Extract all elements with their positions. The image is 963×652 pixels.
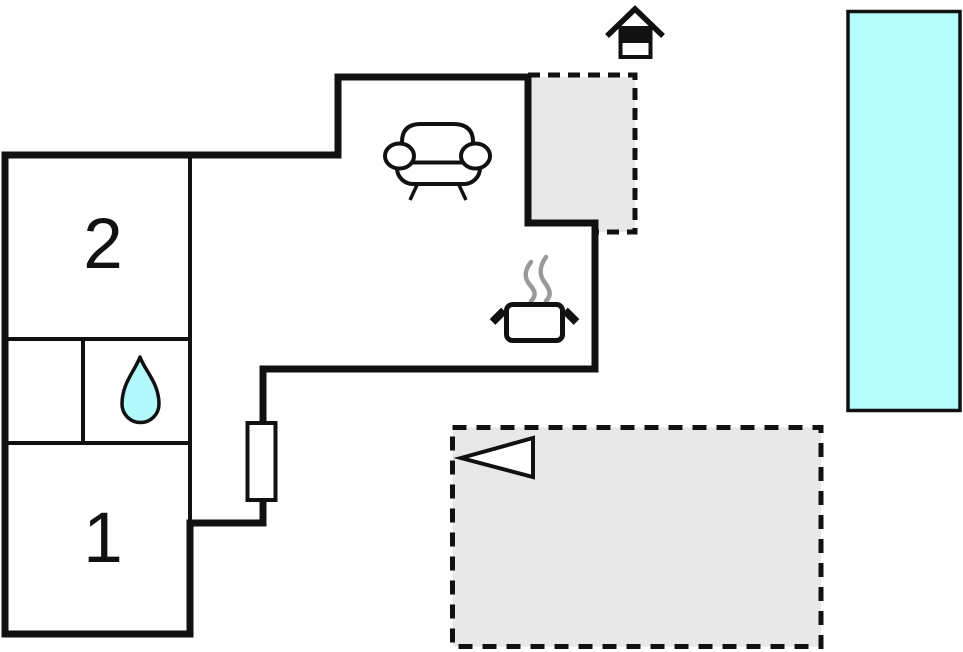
upper-terrace bbox=[528, 72, 638, 235]
pot-handle-left bbox=[489, 307, 507, 325]
house-outline bbox=[1, 73, 599, 638]
room-2-label: 2 bbox=[83, 205, 123, 284]
north-house-icon bbox=[605, 5, 665, 59]
sofa-icon bbox=[383, 122, 492, 201]
steam-line-right bbox=[538, 254, 552, 304]
steam-line-left bbox=[523, 259, 537, 304]
sofa-back bbox=[400, 122, 475, 160]
room-1-label: 1 bbox=[83, 499, 123, 578]
sofa-armrest-right bbox=[459, 141, 492, 171]
north-house-black-band bbox=[618, 26, 653, 43]
pot-handle-right bbox=[562, 307, 580, 325]
water-drop-icon bbox=[120, 355, 161, 425]
swimming-pool bbox=[846, 9, 962, 413]
sofa-legs bbox=[408, 184, 468, 201]
interior-walls bbox=[5, 155, 192, 523]
upper-terrace-dashed-border bbox=[528, 72, 638, 235]
pot-body bbox=[504, 302, 565, 343]
sofa-armrest-left bbox=[383, 141, 416, 171]
entrance-door bbox=[245, 421, 278, 502]
north-house-roof bbox=[605, 5, 665, 38]
lower-terrace bbox=[450, 425, 824, 649]
cooking-pot-icon bbox=[489, 254, 580, 343]
direction-arrow-icon bbox=[453, 435, 535, 480]
upper-terrace-fill bbox=[528, 77, 635, 232]
